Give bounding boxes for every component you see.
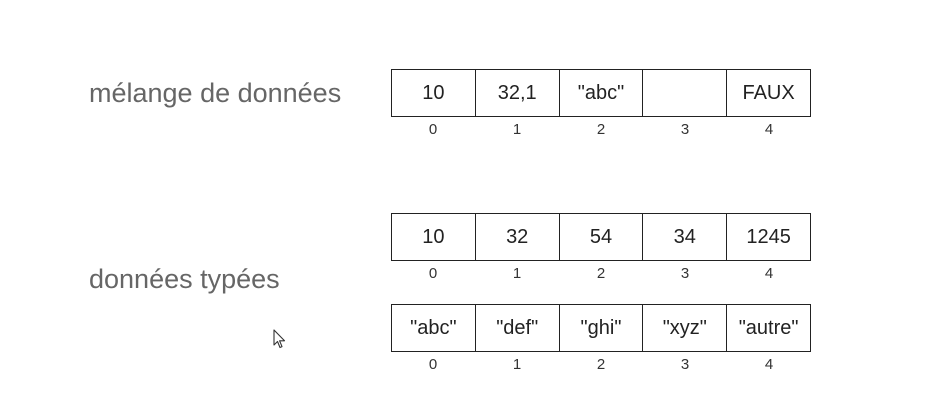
array-index: 4 xyxy=(764,121,774,138)
array-cell: 10 xyxy=(392,214,476,260)
array-cell: 34 xyxy=(643,214,728,260)
array-index: 3 xyxy=(680,121,690,138)
array-indices: 0 1 2 3 4 xyxy=(391,121,811,138)
mixed-array: 10 32,1 "abc" FAUX 0 1 2 3 4 xyxy=(391,69,811,138)
typed-strings-array: "abc" "def" "ghi" "xyz" "autre" 0 1 2 3 … xyxy=(391,304,811,373)
array-cell: "abc" xyxy=(560,70,644,116)
array-cell: 54 xyxy=(560,214,644,260)
typed-numbers-array: 10 32 54 34 1245 0 1 2 3 4 xyxy=(391,213,811,282)
mouse-pointer-icon xyxy=(273,329,287,349)
array-indices: 0 1 2 3 4 xyxy=(391,265,811,282)
mixed-data-label: mélange de données xyxy=(89,78,342,108)
array-cell: 1245 xyxy=(746,225,791,248)
array-cells: 10 32,1 "abc" FAUX xyxy=(391,69,811,117)
array-index: 4 xyxy=(764,356,774,373)
array-index: 3 xyxy=(680,265,690,282)
array-index: 0 xyxy=(428,121,438,138)
array-cell xyxy=(643,70,728,116)
array-cells: "abc" "def" "ghi" "xyz" "autre" xyxy=(391,304,811,352)
array-cell: "def" xyxy=(476,305,560,351)
array-index: 0 xyxy=(428,356,438,373)
array-cell: "ghi" xyxy=(560,305,644,351)
array-index: 1 xyxy=(512,356,522,373)
array-cell: 10 xyxy=(392,70,476,116)
array-cell: "xyz" xyxy=(643,305,728,351)
array-cell: "autre" xyxy=(738,316,799,339)
array-index: 2 xyxy=(596,121,606,138)
array-cell: "abc" xyxy=(392,305,476,351)
array-cells: 10 32 54 34 1245 xyxy=(391,213,811,261)
array-index: 2 xyxy=(596,356,606,373)
array-cell: 32 xyxy=(476,214,560,260)
array-index: 0 xyxy=(428,265,438,282)
array-index: 3 xyxy=(680,356,690,373)
array-cell: 32,1 xyxy=(476,70,560,116)
typed-data-label: données typées xyxy=(89,264,280,294)
array-index: 2 xyxy=(596,265,606,282)
array-index: 1 xyxy=(512,265,522,282)
array-index: 4 xyxy=(764,265,774,282)
array-index: 1 xyxy=(512,121,522,138)
array-cell: FAUX xyxy=(742,81,795,104)
array-indices: 0 1 2 3 4 xyxy=(391,356,811,373)
